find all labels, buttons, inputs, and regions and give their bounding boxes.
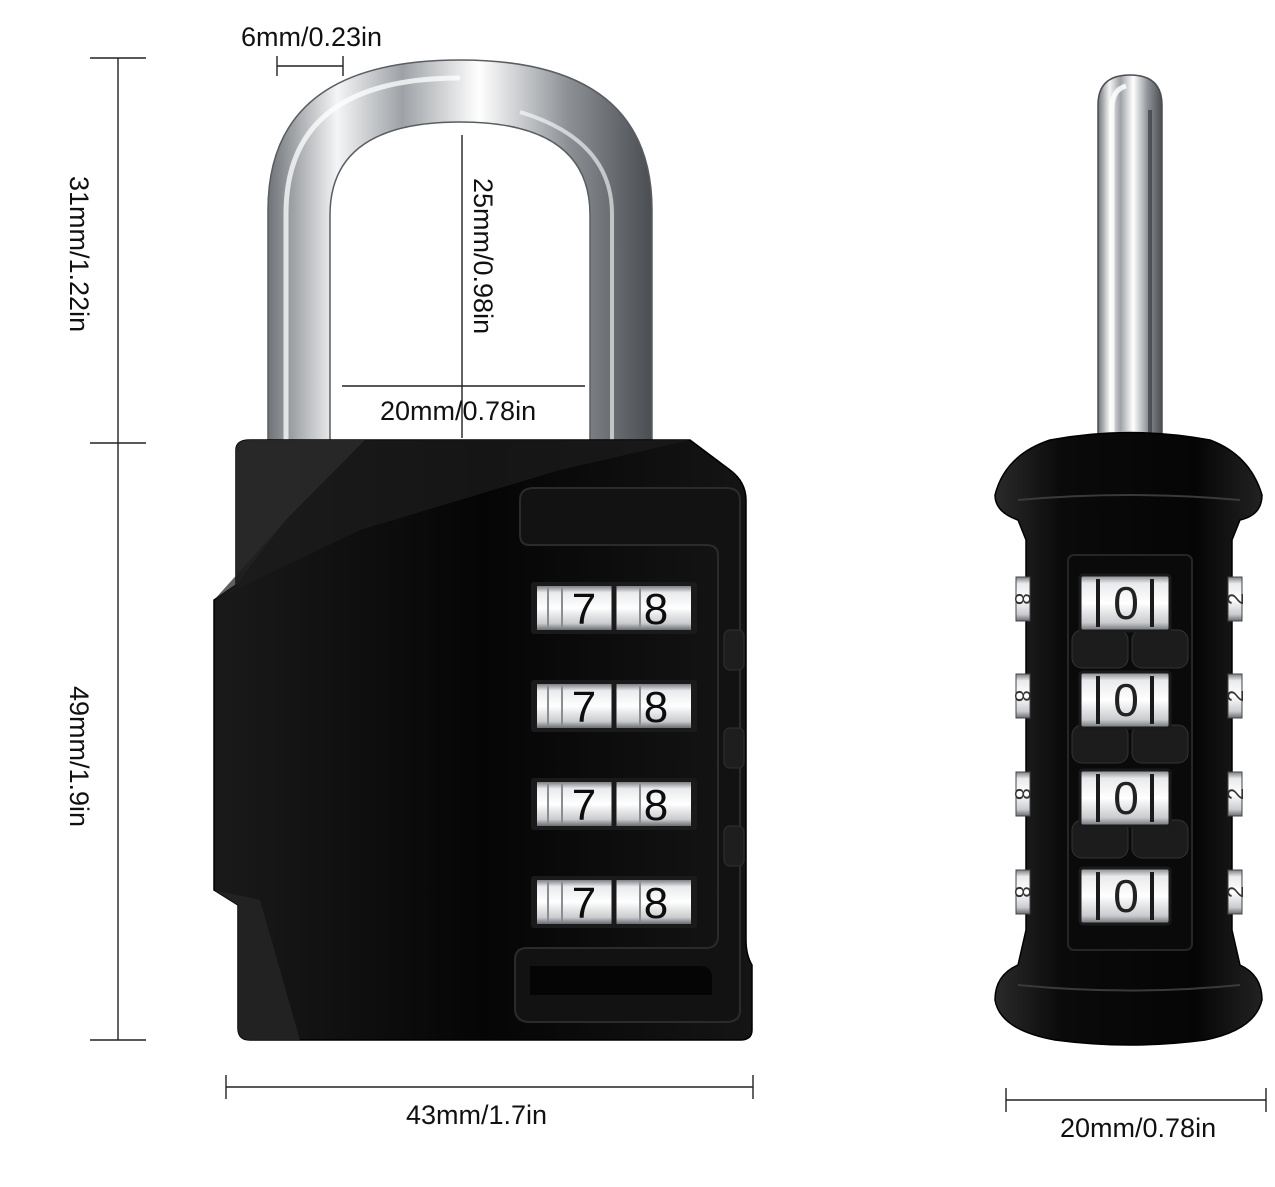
front-dial-digit: 7 [572,781,596,830]
shackle-height-label: 31mm/1.22in [64,176,94,332]
side-dial-wheel [1078,670,1172,730]
side-edge-wheel-left [1015,771,1031,817]
side-edge-digit-right: 2 [1223,886,1248,898]
side-edge-wheel-right [1227,869,1243,915]
side-dial-row: 0 8 2 [1010,573,1248,633]
side-dial-wheel [1078,573,1172,633]
side-edge-digit-right: 2 [1223,593,1248,605]
front-dial-digit: 8 [644,781,668,830]
side-dial-row: 0 8 2 [1010,866,1248,926]
side-edge-digit-left: 8 [1010,788,1035,800]
front-dial-digit: 8 [644,683,668,732]
body-width-label: 43mm/1.7in [406,1100,547,1130]
side-dial-wheel [1078,768,1172,828]
side-dial-row: 0 8 2 [1010,670,1248,730]
inner-dimensions: 25mm/0.98in 20mm/0.78in [342,135,585,438]
front-dial-digit: 7 [572,879,596,928]
body-width-dimension: 43mm/1.7in [225,1075,754,1130]
side-dial-digit: 0 [1113,674,1139,726]
side-edge-wheel-left [1015,869,1031,915]
side-edge-wheel-left [1015,673,1031,719]
side-edge-wheel-right [1227,576,1243,622]
side-dial-wheel [1078,866,1172,926]
front-dial-digit: 8 [644,879,668,928]
side-dial-digit: 0 [1113,577,1139,629]
body-height-label: 49mm/1.9in [64,686,94,827]
front-dial-digit: 8 [644,585,668,634]
front-shackle [267,59,653,453]
side-dial-row: 0 8 2 [1010,768,1248,828]
side-edge-digit-right: 2 [1223,690,1248,702]
front-body [213,439,753,1041]
side-dial-digit: 0 [1113,772,1139,824]
side-padlock: 0 8 2 0 8 2 0 8 2 0 8 2 [994,74,1263,1046]
side-edge-wheel-right [1227,771,1243,817]
side-shackle [1097,74,1163,466]
shackle-thickness-dimension: 6mm/0.23in [241,22,382,76]
side-edge-digit-left: 8 [1010,593,1035,605]
side-depth-label: 20mm/0.78in [1060,1113,1216,1143]
side-depth-dimension: 20mm/0.78in [1005,1088,1267,1143]
side-edge-wheel-left [1015,576,1031,622]
inner-width-label: 20mm/0.78in [380,396,536,426]
inner-clearance-label: 25mm/0.98in [468,178,498,334]
shackle-thickness-label: 6mm/0.23in [241,22,382,52]
side-edge-wheel-right [1227,673,1243,719]
side-edge-digit-left: 8 [1010,690,1035,702]
front-dial-digit: 7 [572,585,596,634]
side-dial-digit: 0 [1113,870,1139,922]
left-height-dimension: 31mm/1.22in 49mm/1.9in [64,57,146,1041]
front-dial-digit: 7 [572,683,596,732]
side-edge-digit-left: 8 [1010,886,1035,898]
side-body [994,431,1263,1046]
side-edge-digit-right: 2 [1223,788,1248,800]
side-dial-group: 0 8 2 0 8 2 0 8 2 0 8 2 [1010,573,1248,926]
